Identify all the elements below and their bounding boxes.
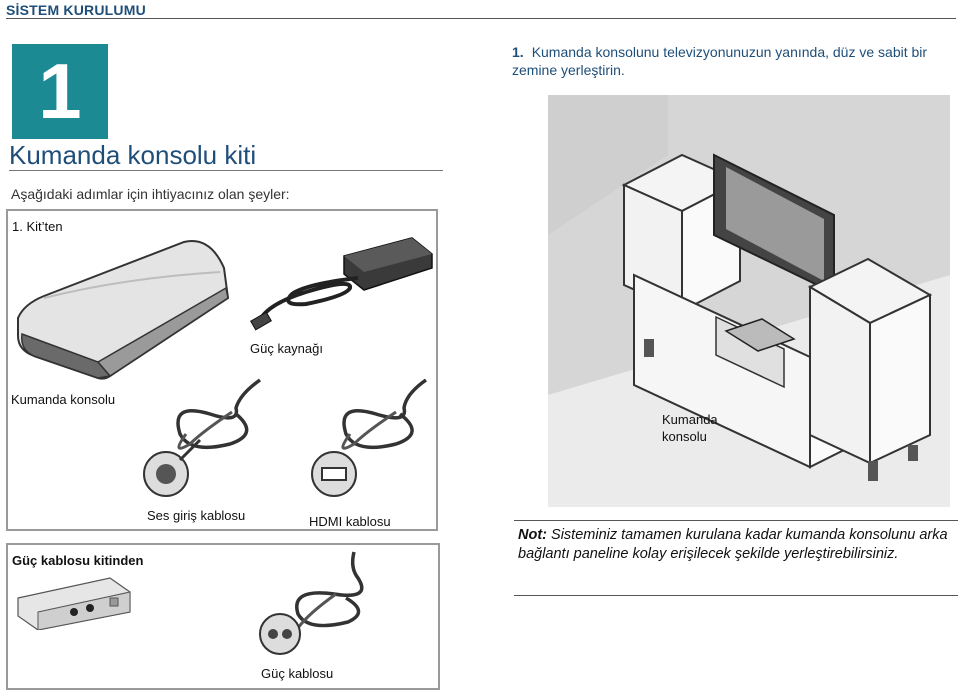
console-callout: Kumanda konsolu bbox=[662, 411, 718, 445]
hdmi-cable-illustration bbox=[311, 378, 428, 497]
section-header: SİSTEM KURULUMU bbox=[6, 2, 146, 18]
note-label: Not: bbox=[518, 527, 547, 543]
step-number: 1 bbox=[38, 47, 82, 135]
note: Not: Sisteminiz tamamen kurulana kadar k… bbox=[518, 526, 958, 564]
kit-subtitle: Aşağıdaki adımlar için ihtiyacınız olan … bbox=[11, 186, 290, 202]
note-text: Sisteminiz tamamen kurulana kadar kumand… bbox=[518, 527, 948, 562]
instruction-number: 1. bbox=[512, 44, 524, 60]
hdmi-cable-label: HDMI kablosu bbox=[309, 514, 391, 529]
power-kit-section-label: Güç kablosu kitinden bbox=[12, 553, 144, 568]
kit-contents-panel bbox=[6, 209, 438, 531]
kit-title-divider bbox=[9, 170, 443, 171]
console-callout-line2: konsolu bbox=[662, 429, 707, 444]
instruction-text: Kumanda konsolunu televizyonunuzun yanın… bbox=[512, 44, 928, 78]
console-label: Kumanda konsolu bbox=[11, 392, 116, 407]
power-supply-illustration bbox=[250, 237, 433, 331]
step-number-badge: 1 bbox=[12, 44, 108, 139]
step-instruction: 1.Kumanda konsolunu televizyonunuzun yan… bbox=[512, 43, 952, 79]
power-cable-label: Güç kablosu bbox=[261, 666, 334, 681]
tv-cabinet-illustration bbox=[548, 95, 950, 507]
note-box bbox=[514, 520, 958, 596]
power-cable-kit-panel bbox=[6, 543, 440, 690]
console-illustration bbox=[17, 240, 230, 380]
audio-cable-label: Ses giriş kablosu bbox=[147, 508, 246, 523]
header-divider bbox=[6, 18, 956, 19]
kit-section-label: 1. Kit’ten bbox=[12, 219, 63, 234]
kit-title: Kumanda konsolu kiti bbox=[9, 140, 257, 170]
power-cable-illustration bbox=[259, 551, 364, 655]
power-supply-label: Güç kaynağı bbox=[250, 341, 323, 356]
audio-cable-illustration bbox=[143, 378, 262, 497]
console-callout-line1: Kumanda bbox=[662, 412, 718, 427]
power-adapter-illustration bbox=[17, 577, 131, 630]
